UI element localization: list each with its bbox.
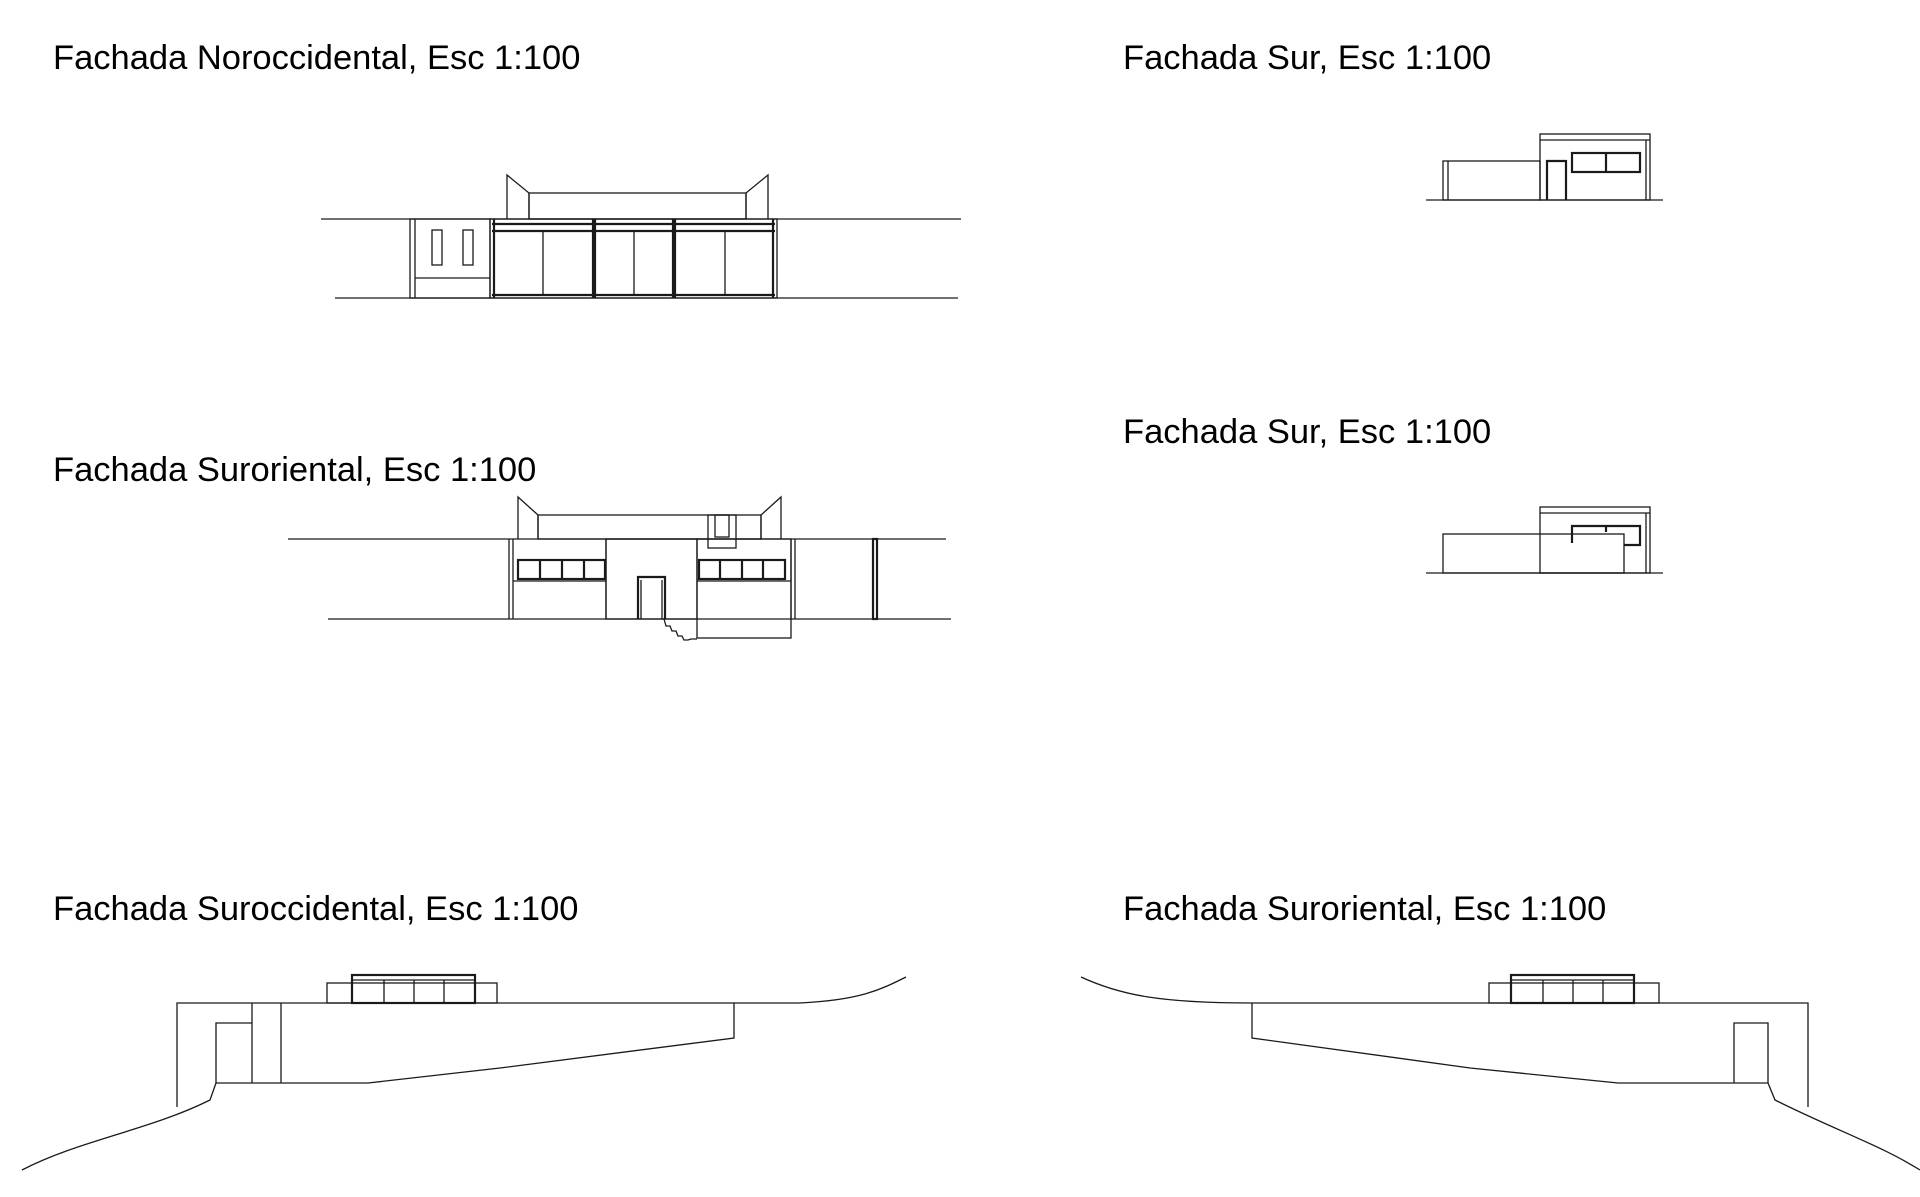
elevation-sur-1 — [1426, 133, 1663, 201]
title-fachada-noroccidental: Fachada Noroccidental, Esc 1:100 — [53, 39, 580, 77]
elevation-noroccidental — [321, 173, 961, 299]
title-fachada-sur-1: Fachada Sur, Esc 1:100 — [1123, 39, 1491, 77]
title-fachada-suroccidental: Fachada Suroccidental, Esc 1:100 — [53, 890, 579, 928]
title-fachada-sur-2: Fachada Sur, Esc 1:100 — [1123, 413, 1491, 451]
elevation-suroriental-1 — [288, 495, 951, 641]
elevation-suroccidental — [21, 973, 907, 1171]
title-fachada-suroriental-1: Fachada Suroriental, Esc 1:100 — [53, 451, 536, 489]
elevation-suroriental-2 — [1080, 973, 1920, 1171]
title-fachada-suroriental-2: Fachada Suroriental, Esc 1:100 — [1123, 890, 1606, 928]
elevation-sur-2 — [1426, 506, 1663, 574]
